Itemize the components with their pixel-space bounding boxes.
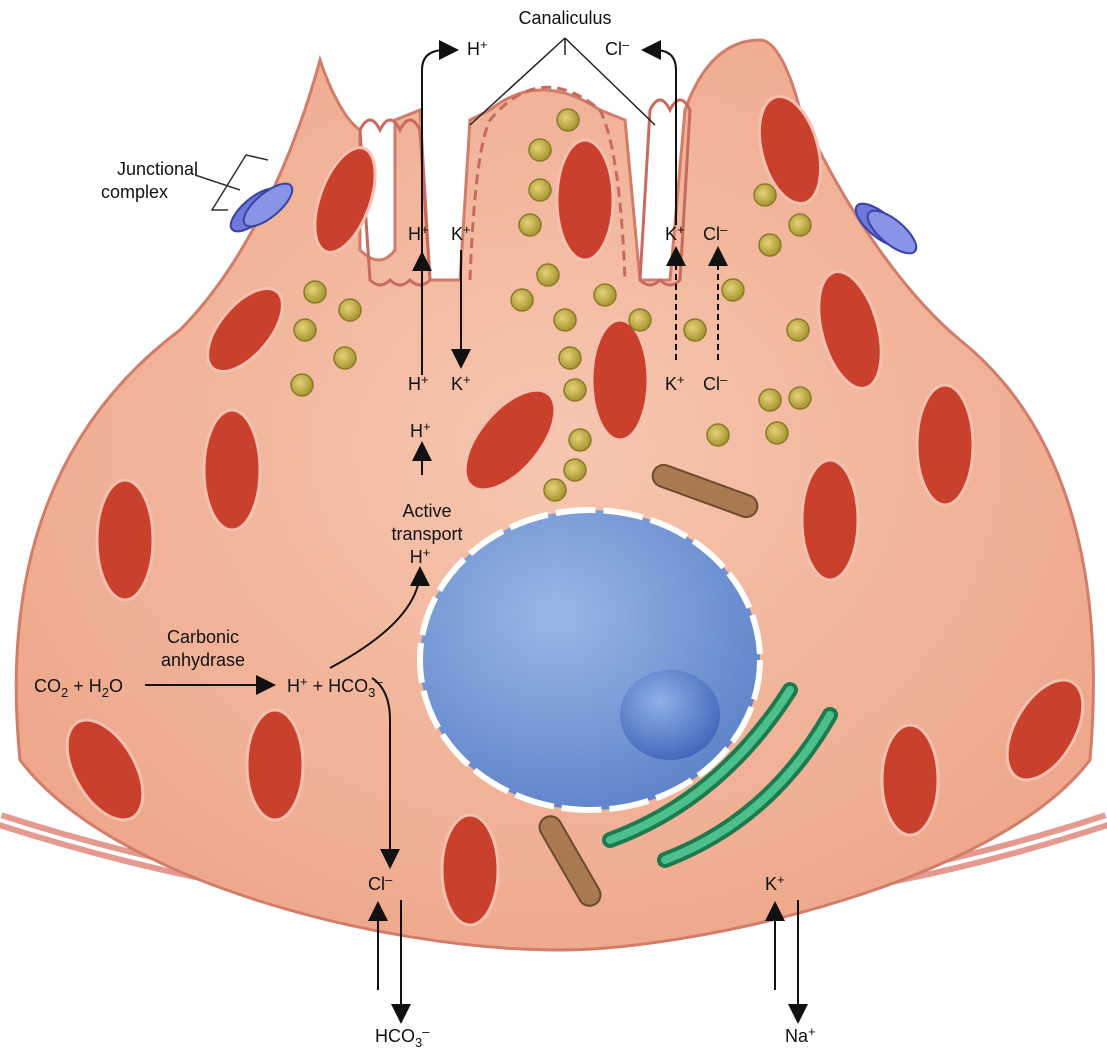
mitochondrion: [97, 480, 153, 600]
label-active-2: transport: [391, 524, 462, 544]
mitochondrion: [557, 140, 613, 260]
mitochondrion: [917, 385, 973, 505]
nucleus: [420, 510, 760, 810]
mitochondrion: [802, 460, 858, 580]
label-carbonic-2: anhydrase: [161, 650, 245, 670]
nucleolus: [620, 670, 720, 760]
label-h-top: H+: [467, 37, 488, 59]
mitochondrion: [247, 710, 303, 820]
label-canaliculus: Canaliculus: [518, 8, 611, 28]
label-active-1: Active: [402, 501, 451, 521]
label-na-bottom: Na+: [785, 1024, 816, 1046]
label-hco3-bottom: HCO3–: [375, 1024, 430, 1050]
label-junctional-2: complex: [101, 182, 168, 202]
label-cl-top: Cl–: [605, 37, 630, 59]
mitochondrion: [204, 410, 260, 530]
mitochondrion: [882, 725, 938, 835]
mitochondrion: [592, 320, 648, 440]
label-carbonic-1: Carbonic: [167, 627, 239, 647]
mitochondrion: [442, 815, 498, 925]
label-junctional-1: Junctional: [117, 159, 198, 179]
